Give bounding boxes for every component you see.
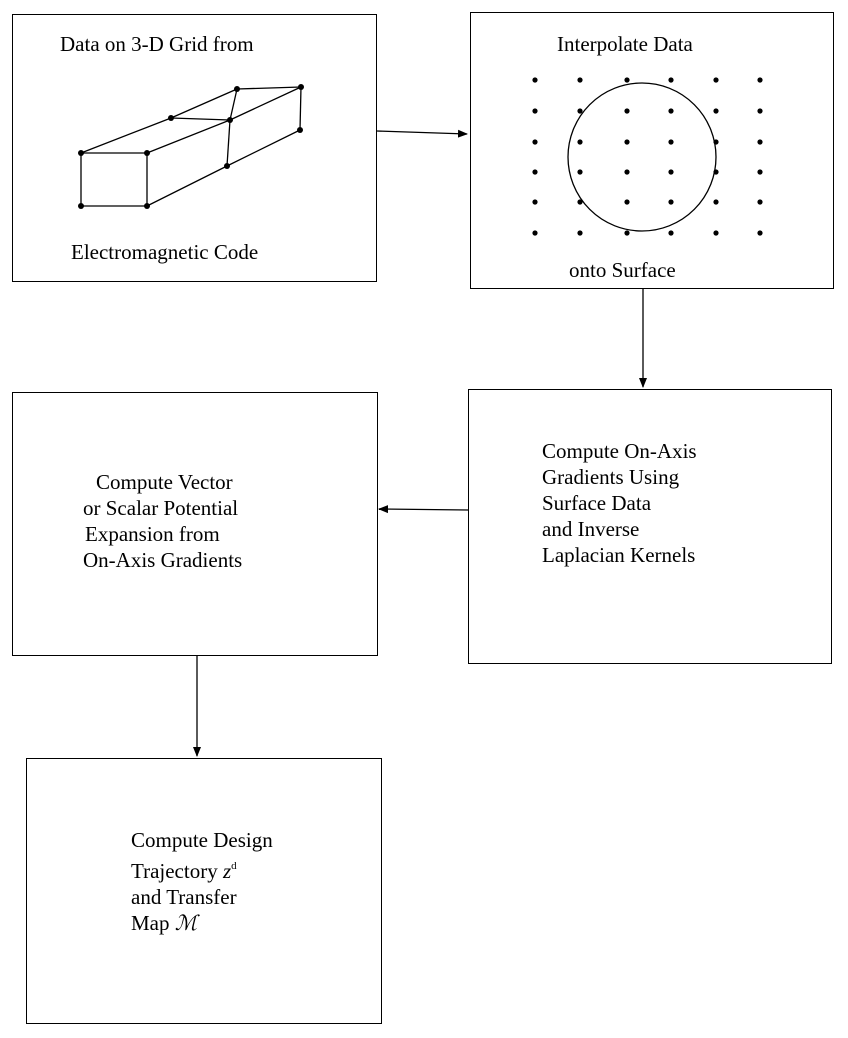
wireframe-edge	[80, 117, 172, 154]
text-line: Map ℳ	[131, 910, 273, 936]
grid-data-box: Data on 3-D Grid from Electromagnetic Co…	[12, 14, 377, 282]
text-line: and Inverse	[542, 517, 640, 541]
text-line: Compute Vector	[96, 470, 233, 494]
map-label: Map	[131, 911, 175, 935]
grid-node	[297, 127, 303, 133]
grid-node	[144, 203, 150, 209]
grid-dot	[668, 169, 674, 175]
design-trajectory-text: Compute Design Trajectory zd and Transfe…	[131, 827, 273, 936]
wireframe-edge	[299, 86, 302, 131]
grid-dot	[668, 139, 674, 145]
grid-dot	[713, 77, 719, 83]
text-line: Compute Design	[131, 828, 273, 852]
wireframe-front-face	[80, 152, 148, 207]
grid-dot	[577, 139, 583, 145]
grid-dot	[532, 199, 538, 205]
grid-dot	[668, 199, 674, 205]
wireframe-edge	[170, 117, 231, 121]
grid-dot	[532, 230, 538, 236]
wireframe-grid-icon	[80, 86, 302, 207]
wireframe-edge	[226, 129, 301, 167]
wireframe-nodes	[78, 84, 304, 209]
grid-node	[144, 150, 150, 156]
grid-dot	[713, 139, 719, 145]
grid-dot	[532, 169, 538, 175]
text-line: Gradients Using	[542, 465, 680, 489]
grid-node	[234, 86, 240, 92]
text-line: On-Axis Gradients	[83, 548, 243, 572]
grid-dot	[577, 199, 583, 205]
arrow-box3-to-box4	[378, 505, 469, 514]
grid-dot	[757, 139, 763, 145]
grid-dot	[757, 230, 763, 236]
grid-node	[298, 84, 304, 90]
arrow-box1-to-box2	[376, 129, 468, 138]
grid-node	[168, 115, 174, 121]
grid-node	[227, 117, 233, 123]
grid-dot	[713, 199, 719, 205]
potential-expansion-box: Compute Vector or Scalar Potential Expan…	[12, 392, 378, 656]
grid-dot	[668, 77, 674, 83]
grid-dot	[577, 230, 583, 236]
grid-dot	[624, 199, 630, 205]
wireframe-edge	[170, 88, 238, 119]
wireframe-edge	[146, 119, 231, 154]
text-line: and Transfer	[131, 885, 237, 909]
grid-dot	[713, 230, 719, 236]
grid-dot	[577, 108, 583, 114]
wireframe-edge	[146, 165, 228, 207]
grid-node	[224, 163, 230, 169]
wireframe-edge	[226, 119, 231, 167]
grid-node	[78, 203, 84, 209]
grid-dot	[757, 108, 763, 114]
grid-node	[78, 150, 84, 156]
text-line: or Scalar Potential	[83, 496, 239, 520]
wireframe-edge	[229, 88, 238, 121]
grid-dot	[532, 77, 538, 83]
trajectory-superscript: d	[231, 860, 237, 872]
interpolation-dot-grid	[532, 77, 763, 236]
grid-dot	[577, 169, 583, 175]
on-axis-gradients-box: Compute On-Axis Gradients Using Surface …	[468, 389, 832, 664]
surface-circle-icon	[567, 82, 717, 232]
text-line: Surface Data	[542, 491, 652, 515]
on-axis-gradients-text: Compute On-Axis Gradients Using Surface …	[542, 438, 697, 568]
interpolate-subtitle: onto Surface	[569, 258, 676, 282]
wireframe-edge	[236, 86, 302, 90]
grid-dot	[624, 230, 630, 236]
grid-dot	[577, 77, 583, 83]
grid-data-subtitle: Electromagnetic Code	[71, 240, 259, 264]
grid-dot	[532, 139, 538, 145]
grid-data-title: Data on 3-D Grid from	[60, 32, 254, 56]
grid-dot	[624, 108, 630, 114]
grid-dot	[624, 169, 630, 175]
grid-dot	[757, 199, 763, 205]
interpolate-title: Interpolate Data	[557, 32, 693, 56]
grid-dot	[713, 169, 719, 175]
text-line: Compute On-Axis	[542, 439, 697, 463]
interpolate-box: Interpolate Data onto Surface	[470, 12, 834, 289]
grid-dot	[713, 108, 719, 114]
trajectory-label: Trajectory	[131, 859, 223, 883]
text-line: Laplacian Kernels	[542, 543, 696, 567]
potential-expansion-text: Compute Vector or Scalar Potential Expan…	[83, 469, 242, 573]
wireframe-edge	[229, 86, 302, 121]
grid-dot	[757, 77, 763, 83]
grid-dot	[668, 230, 674, 236]
grid-dot	[624, 139, 630, 145]
grid-dot	[668, 108, 674, 114]
map-symbol: ℳ	[174, 911, 198, 935]
trajectory-variable: z	[222, 859, 232, 883]
grid-dot	[624, 77, 630, 83]
design-trajectory-box: Compute Design Trajectory zd and Transfe…	[26, 758, 382, 1024]
text-line: Expansion from	[85, 522, 220, 546]
grid-dot	[532, 108, 538, 114]
text-line: Trajectory zd	[131, 853, 273, 884]
grid-dot	[757, 169, 763, 175]
